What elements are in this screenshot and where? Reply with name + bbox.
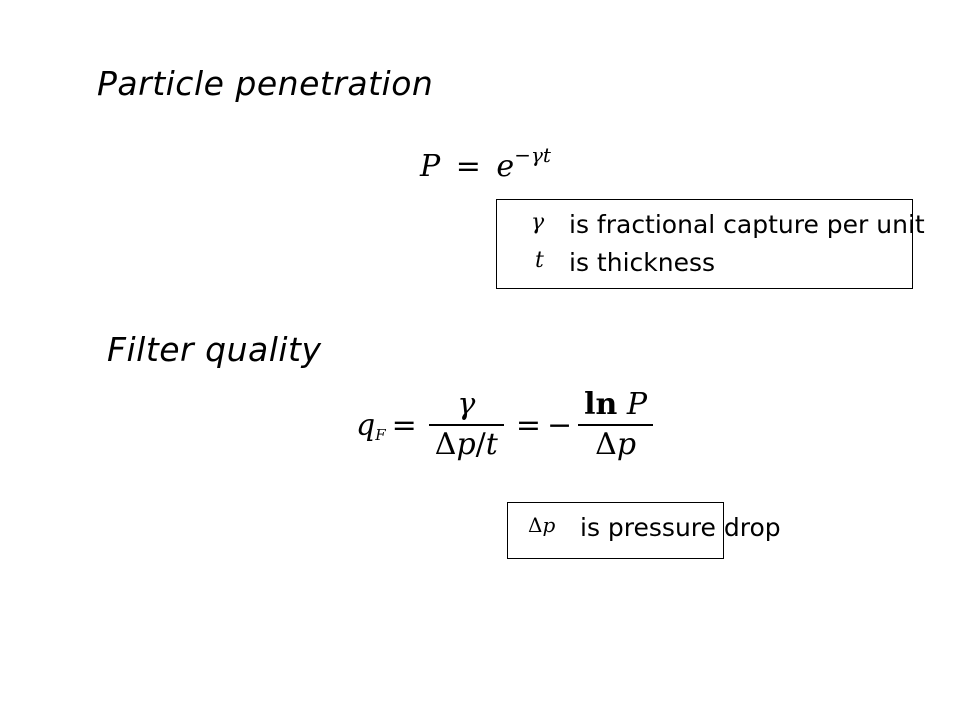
eq2-frac1-den: Δp/t xyxy=(429,428,504,462)
eq2-frac1-num: γ xyxy=(457,387,476,422)
eq2-frac1-den-t: t xyxy=(485,427,498,462)
eq2-frac1-den-slash: / xyxy=(475,427,486,462)
equation-penetration: P = e−γt xyxy=(420,140,551,185)
legend-delta-p-symbol: Δp xyxy=(528,513,555,537)
eq2-frac2-den-delta: Δ xyxy=(595,427,617,462)
eq1-exp-t: t xyxy=(542,143,551,167)
eq1-exp-gamma: γ xyxy=(530,143,543,167)
eq2-fraction-2: ln P Δp xyxy=(578,388,654,462)
eq2-sub: F xyxy=(375,426,386,444)
eq2-fraction-1: γ Δp/t xyxy=(428,387,504,462)
eq2-frac2-bar xyxy=(578,424,654,426)
eq2-frac2-den: Δp xyxy=(589,428,642,462)
eq1-base: e xyxy=(496,149,515,184)
eq2-equals2: = xyxy=(515,407,541,443)
legend-delta: Δ xyxy=(528,513,543,537)
legend-gamma-symbol: γ xyxy=(531,210,545,235)
legend-gamma-text: is fractional capture per unit xyxy=(569,210,925,239)
eq2-frac1-bar xyxy=(428,424,504,426)
eq2-frac2-P: P xyxy=(626,387,648,422)
legend-t-symbol: t xyxy=(535,248,544,273)
legend-pressure-text: is pressure drop xyxy=(580,513,781,542)
legend-box-penetration: γ is fractional capture per unit t is th… xyxy=(496,199,925,289)
eq2-frac1-den-p: p xyxy=(456,427,476,462)
legend-t-text: is thickness xyxy=(569,248,716,277)
heading-filter-quality: Filter quality xyxy=(107,330,322,369)
eq1-exp-minus: − xyxy=(514,143,531,167)
eq2-frac2-den-p: p xyxy=(616,427,637,462)
eq2-minus: − xyxy=(546,407,573,443)
eq1-lhs: P xyxy=(420,149,441,184)
eq2-frac1-den-delta: Δ xyxy=(434,427,457,462)
eq2-frac2-ln: ln xyxy=(584,387,618,422)
heading-particle-penetration: Particle penetration xyxy=(97,64,434,103)
legend-p: p xyxy=(542,513,556,537)
eq1-equals: = xyxy=(455,149,481,184)
eq2-frac2-num: ln P xyxy=(578,388,653,422)
legend-box-filter: Δp is pressure drop xyxy=(507,502,781,559)
eq1-exponent: −γt xyxy=(514,143,551,167)
eq2-equals1: = xyxy=(391,407,417,443)
eq2-q: q xyxy=(356,407,376,443)
